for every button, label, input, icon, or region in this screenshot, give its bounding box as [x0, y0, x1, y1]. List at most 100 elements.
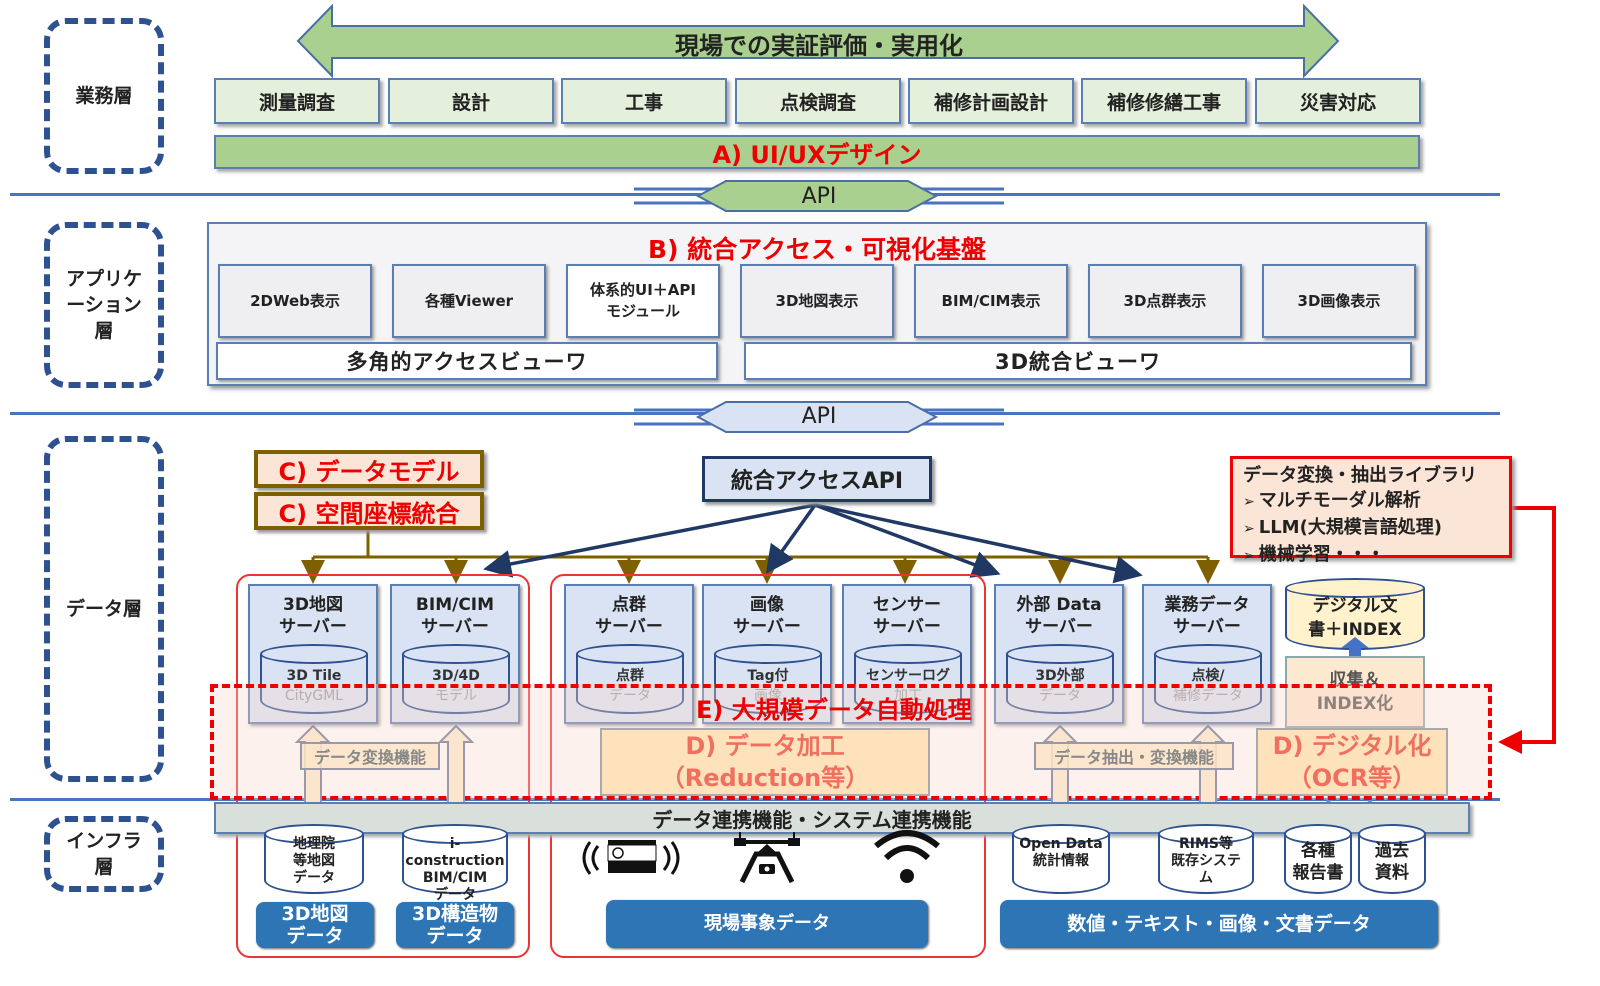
app-module-right-3: 3D画像表示 — [1262, 264, 1416, 338]
library-item: ➢マルチモーダル解析 — [1243, 488, 1499, 515]
server-5: 外部 Data サーバー 3D外部データ — [994, 584, 1124, 724]
library-item: ➢機械学習・・・ — [1243, 542, 1499, 569]
infra-database-label: Open Data 統計情報 — [1019, 836, 1103, 869]
index-up-arrow-icon — [1341, 637, 1369, 659]
layer-label-business: 業務層 — [44, 18, 164, 174]
bullet-arrow-icon: ➢ — [1243, 521, 1255, 537]
d-digitize-line2: （OCR等） — [1287, 764, 1417, 792]
task-label: 設計 — [451, 91, 490, 114]
server-title: 外部 Data サーバー — [1016, 595, 1102, 637]
c-spatial-coordinate-tag: C) 空間座標統合 — [254, 492, 484, 530]
data-conversion-label: データ変換機能 — [313, 748, 426, 767]
database-label: モデル — [435, 688, 477, 704]
3d-map-data-button[interactable]: 3D地図 データ — [256, 902, 374, 948]
database-label: データ — [1039, 688, 1081, 704]
infra-database-label: 各種 報告書 — [1292, 841, 1344, 883]
app-module-right-0: 3D地図表示 — [740, 264, 894, 338]
3d-structure-data-button[interactable]: 3D構造物 データ — [396, 902, 514, 948]
group-field-event — [550, 574, 986, 958]
task-label: 点検調査 — [779, 91, 856, 114]
c-data-model-label: C) データモデル — [278, 457, 460, 486]
infra-database-label: 地理院 等地図 データ — [293, 836, 335, 886]
layer-label-application: アプリケーション層 — [44, 222, 164, 388]
library-item-label: LLM(大規模言語処理) — [1258, 517, 1443, 538]
digital-document-label: デジタル文 書＋INDEX — [1308, 596, 1402, 640]
deployment-double-arrow — [296, 4, 1340, 78]
database-label: 点検/ — [1191, 668, 1225, 684]
task-2: 工事 — [561, 78, 727, 124]
api-label-top: API — [801, 184, 837, 209]
data-extract-conversion-label: データ抽出・変換機能 — [1053, 748, 1214, 767]
task-label: 測量調査 — [258, 91, 335, 114]
task-1: 設計 — [388, 78, 554, 124]
drone-icon — [734, 832, 800, 884]
app-module-left-1: 各種Viewer — [392, 264, 546, 338]
server-6: 業務データ サーバー点検/補修データ — [1142, 584, 1272, 724]
server-title: 3D地図 サーバー — [279, 595, 347, 637]
ux-design-bar: A) UI/UXデザイン — [214, 135, 1420, 169]
infra-database-3: RIMS等 既存システ ム — [1158, 824, 1254, 894]
task-label: 災害対応 — [1299, 91, 1376, 114]
layer-label-business-text: 業務層 — [75, 85, 133, 107]
task-label: 工事 — [624, 91, 663, 114]
layer-label-data: データ層 — [44, 436, 164, 782]
server-database-icon: 3D外部データ — [1006, 644, 1114, 714]
database-label: 3D Tile — [286, 668, 342, 684]
library-item-label: マルチモーダル解析 — [1258, 490, 1421, 511]
d-processing-line2: （Reduction等） — [660, 764, 870, 792]
database-label: 補修データ — [1173, 688, 1243, 704]
infra-database-1: i-construction BIM/CIM データ — [402, 824, 508, 903]
api-connector-middle — [634, 401, 1004, 433]
layer-label-application-text: アプリケーション層 — [65, 268, 142, 342]
task-label: 補修修繕工事 — [1106, 91, 1221, 114]
c-data-model-tag: C) データモデル — [254, 450, 484, 488]
task-3: 点検調査 — [735, 78, 901, 124]
field-event-data-button[interactable]: 現場事象データ — [606, 900, 928, 948]
app-module-right-1: BIM/CIM表示 — [914, 264, 1068, 338]
integrated-access-api-box: 統合アクセスAPI — [702, 456, 932, 502]
app-module-left-2: 体系的UI＋API モジュール — [566, 264, 720, 338]
api-connector-top — [634, 180, 1004, 212]
database-label: 画像 — [754, 688, 782, 704]
infra-database-4: 各種 報告書 — [1284, 824, 1352, 894]
group-3d-map-structure — [236, 574, 530, 958]
layer-label-infra-text: インフラ層 — [66, 830, 142, 878]
database-label: CityGML — [284, 688, 344, 704]
e-large-scale-processing-label: E) 大規模データ自動処理 — [696, 696, 972, 724]
server-title: 点群 サーバー — [595, 595, 663, 637]
ux-design-label: A) UI/UXデザイン — [712, 140, 922, 169]
task-0: 測量調査 — [214, 78, 380, 124]
server-title: 業務データ サーバー — [1164, 595, 1250, 637]
infra-database-label: 過去 資料 — [1375, 841, 1409, 883]
task-5: 補修修繕工事 — [1081, 78, 1247, 124]
wifi-icon — [874, 830, 940, 883]
layer-label-infra: インフラ層 — [44, 816, 164, 892]
infra-database-label: RIMS等 既存システ ム — [1171, 836, 1241, 886]
server-title: 画像 サーバー — [733, 595, 801, 637]
library-item: ➢LLM(大規模言語処理) — [1243, 515, 1499, 542]
infra-database-0: 地理院 等地図 データ — [264, 824, 364, 894]
database-label: 3D/4D — [432, 668, 480, 684]
task-4: 補修計画設計 — [908, 78, 1074, 124]
platform-title: B) 統合アクセス・可視化基盤 — [648, 235, 986, 264]
sensor-signal-icon — [582, 840, 680, 875]
infra-database-label: i-construction BIM/CIM データ — [405, 836, 505, 903]
data-conversion-function: データ変換機能 — [300, 742, 440, 770]
layer-label-data-text: データ層 — [65, 598, 142, 620]
bullet-arrow-icon: ➢ — [1243, 494, 1255, 510]
database-label: 3D外部 — [1035, 668, 1085, 684]
library-title: データ変換・抽出ライブラリ — [1243, 465, 1477, 486]
app-module-left-0: 2DWeb表示 — [218, 264, 372, 338]
d-digitization-box: D) デジタル化 （OCR等） — [1256, 728, 1448, 796]
database-label: 点群 — [616, 668, 644, 684]
task-label: 補修計画設計 — [933, 91, 1048, 114]
bullet-arrow-icon: ➢ — [1243, 548, 1255, 564]
database-label: Tag付 — [747, 668, 789, 684]
numeric-text-image-document-data-button[interactable]: 数値・テキスト・画像・文書データ — [1000, 900, 1438, 948]
server-1: BIM/CIM サーバー 3D/4D モデル — [390, 584, 520, 724]
server-title: センサー サーバー — [873, 595, 941, 637]
server-title: BIM/CIM サーバー — [415, 595, 495, 637]
3d-viewer-label: 3D統合ビューワ — [994, 350, 1162, 374]
